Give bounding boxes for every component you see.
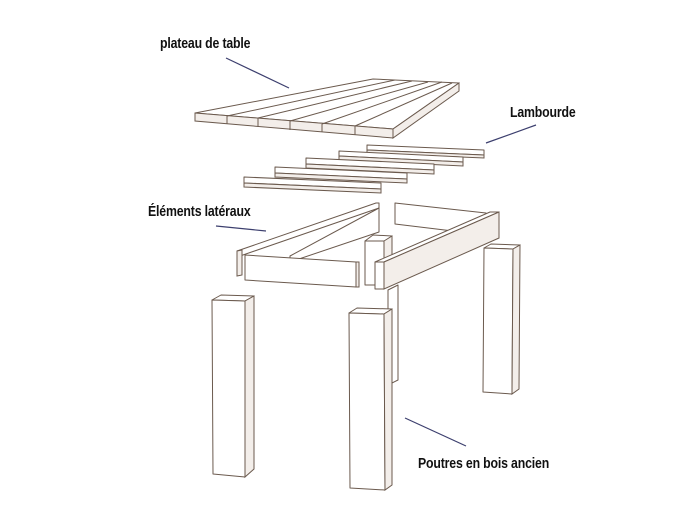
joists: [243, 144, 485, 194]
label-joist: Lambourde: [510, 104, 576, 121]
joist: [243, 176, 382, 194]
joist: [305, 157, 435, 175]
side-element-left: [236, 202, 380, 288]
leader-table-top: [225, 57, 290, 89]
leader-beams: [404, 417, 467, 447]
joist: [274, 166, 408, 184]
label-table-top: plateau de table: [160, 35, 251, 52]
leg-front-left: [211, 294, 255, 479]
leg-back-right: [482, 243, 521, 395]
side-element-right: [374, 202, 500, 290]
label-beams: Poutres en bois ancien: [418, 455, 550, 472]
table-top: [194, 78, 460, 139]
leader-side-elements: [215, 225, 267, 232]
leg-front-center: [348, 307, 393, 491]
leader-joist: [485, 124, 537, 144]
label-side-elements: Éléments latéraux: [148, 203, 251, 220]
